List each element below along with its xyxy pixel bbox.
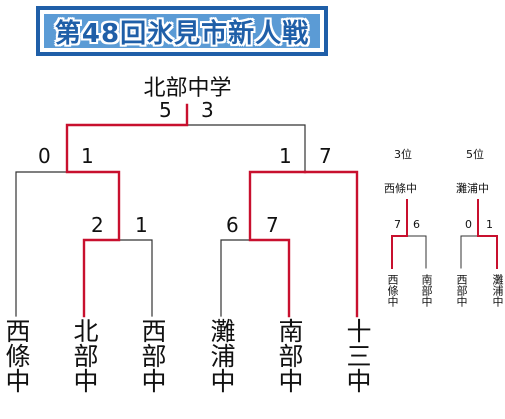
r1b-score-right: 7 [266, 213, 279, 237]
champion-label: 北部中学 [143, 76, 232, 101]
fifth-team-nadaura: 灘浦中 [491, 274, 504, 307]
line-juzo-win [303, 170, 359, 318]
line-seibu [118, 239, 153, 317]
third-place-winner: 西條中 [384, 182, 417, 195]
team-hokubu: 北部中 [70, 318, 99, 393]
line-5th-seibu [460, 235, 479, 269]
r1a-score-right: 1 [135, 213, 148, 237]
fifth-score-right: 1 [486, 218, 493, 231]
semi1-score-left: 0 [38, 144, 51, 168]
line-3rd-nishijo-win [391, 199, 408, 269]
third-team-nanbu: 南部中 [420, 274, 433, 307]
line-nanbu-win [248, 170, 307, 318]
fifth-score-left: 0 [465, 218, 472, 231]
third-score-left: 7 [394, 218, 401, 231]
fifth-place-label: 5位 [466, 148, 484, 161]
tournament-title: 第48回氷見市新人戦 [54, 18, 310, 49]
line-5th-nadaura-win [477, 199, 498, 269]
title-banner: 第48回氷見市新人戦 [36, 6, 328, 56]
semi2-score-right: 7 [319, 144, 332, 168]
line-nishijo [15, 171, 68, 317]
semi1-score-right: 1 [81, 144, 94, 168]
fifth-place-winner: 灘浦中 [456, 182, 489, 195]
fifth-team-seibu: 西部中 [455, 274, 468, 307]
final-score-left: 5 [159, 98, 172, 122]
team-nadaura: 灘浦中 [207, 318, 236, 393]
team-juzo: 十三中 [343, 318, 372, 393]
semi2-score-left: 1 [279, 144, 292, 168]
r1a-score-left: 2 [91, 213, 104, 237]
final-score-right: 3 [201, 98, 214, 122]
line-hokubu-win [65, 103, 189, 318]
line-3rd-nanbu [406, 235, 427, 269]
team-seibu: 西部中 [138, 318, 167, 393]
third-score-right: 6 [413, 218, 420, 231]
title-banner-fill: 第48回氷見市新人戦 [44, 14, 320, 49]
team-nanbu: 南部中 [275, 318, 304, 393]
team-nishijo: 西條中 [2, 318, 31, 393]
r1b-score-left: 6 [226, 213, 239, 237]
third-place-label: 3位 [394, 148, 412, 161]
third-team-nishijo: 西條中 [386, 274, 399, 307]
